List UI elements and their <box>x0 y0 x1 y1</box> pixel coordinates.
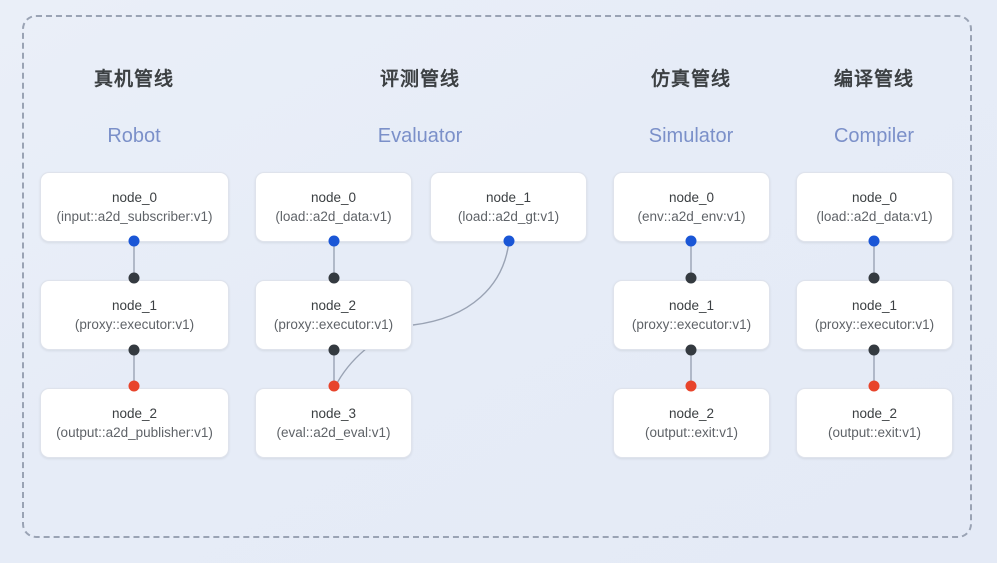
node-spec: (output::a2d_publisher:v1) <box>56 424 213 440</box>
column-title-cn-robot: 真机管线 <box>93 69 174 90</box>
node-name: node_1 <box>111 297 158 313</box>
column-title-cn-simulator: 仿真管线 <box>650 69 731 90</box>
node-robot-node_2[interactable]: node_2 (output::a2d_publisher:v1) <box>40 388 229 458</box>
node-name: node_2 <box>668 405 715 421</box>
node-evaluator-node_2[interactable]: node_2 (proxy::executor:v1) <box>255 280 412 350</box>
node-spec: (output::exit:v1) <box>644 424 739 440</box>
node-name: node_2 <box>310 297 357 313</box>
port-output-simulator-node_0[interactable] <box>685 235 697 247</box>
node-simulator-node_0[interactable]: node_0 (env::a2d_env:v1) <box>613 172 770 242</box>
edge-eval-gt-to-executor <box>412 240 510 326</box>
node-spec: (proxy::executor:v1) <box>273 316 394 332</box>
port-output-evaluator-node_1[interactable] <box>503 235 515 247</box>
node-evaluator-node_1[interactable]: node_1 (load::a2d_gt:v1) <box>430 172 587 242</box>
node-spec: (output::exit:v1) <box>827 424 922 440</box>
node-evaluator-node_0[interactable]: node_0 (load::a2d_data:v1) <box>255 172 412 242</box>
port-output-simulator-node_1[interactable] <box>685 344 697 356</box>
node-simulator-node_2[interactable]: node_2 (output::exit:v1) <box>613 388 770 458</box>
column-title-en-robot: Robot <box>107 125 161 147</box>
node-compiler-node_1[interactable]: node_1 (proxy::executor:v1) <box>796 280 953 350</box>
node-spec: (proxy::executor:v1) <box>814 316 935 332</box>
node-robot-node_0[interactable]: node_0 (input::a2d_subscriber:v1) <box>40 172 229 242</box>
node-spec: (proxy::executor:v1) <box>74 316 195 332</box>
column-title-cn-compiler: 编译管线 <box>833 69 914 90</box>
node-evaluator-node_3[interactable]: node_3 (eval::a2d_eval:v1) <box>255 388 412 458</box>
node-spec: (load::a2d_data:v1) <box>816 208 933 224</box>
port-output-evaluator-node_2[interactable] <box>328 344 340 356</box>
node-spec: (load::a2d_data:v1) <box>275 208 392 224</box>
node-name: node_1 <box>485 189 532 205</box>
node-compiler-node_0[interactable]: node_0 (load::a2d_data:v1) <box>796 172 953 242</box>
node-spec: (env::a2d_env:v1) <box>637 208 746 224</box>
node-name: node_1 <box>851 297 898 313</box>
port-input-compiler-node_1[interactable] <box>868 272 880 284</box>
column-title-en-evaluator: Evaluator <box>377 125 463 147</box>
port-input-evaluator-node_3[interactable] <box>328 380 340 392</box>
column-title-en-compiler: Compiler <box>833 125 915 147</box>
port-input-simulator-node_2[interactable] <box>685 380 697 392</box>
node-name: node_2 <box>111 405 158 421</box>
port-output-compiler-node_1[interactable] <box>868 344 880 356</box>
node-spec: (load::a2d_gt:v1) <box>457 208 560 224</box>
column-title-cn-evaluator: 评测管线 <box>379 69 460 90</box>
node-name: node_0 <box>851 189 898 205</box>
diagram-dashed-frame <box>22 15 972 538</box>
port-output-robot-node_1[interactable] <box>128 344 140 356</box>
node-name: node_3 <box>310 405 357 421</box>
node-simulator-node_1[interactable]: node_1 (proxy::executor:v1) <box>613 280 770 350</box>
port-output-robot-node_0[interactable] <box>128 235 140 247</box>
node-robot-node_1[interactable]: node_1 (proxy::executor:v1) <box>40 280 229 350</box>
node-spec: (input::a2d_subscriber:v1) <box>56 208 213 224</box>
column-title-en-simulator: Simulator <box>648 125 734 147</box>
port-output-compiler-node_0[interactable] <box>868 235 880 247</box>
node-name: node_1 <box>668 297 715 313</box>
port-input-simulator-node_1[interactable] <box>685 272 697 284</box>
node-name: node_2 <box>851 405 898 421</box>
node-spec: (proxy::executor:v1) <box>631 316 752 332</box>
node-compiler-node_2[interactable]: node_2 (output::exit:v1) <box>796 388 953 458</box>
node-name: node_0 <box>111 189 158 205</box>
port-input-evaluator-node_2[interactable] <box>328 272 340 284</box>
port-output-evaluator-node_0[interactable] <box>328 235 340 247</box>
port-input-compiler-node_2[interactable] <box>868 380 880 392</box>
node-name: node_0 <box>668 189 715 205</box>
port-input-robot-node_2[interactable] <box>128 380 140 392</box>
port-input-robot-node_1[interactable] <box>128 272 140 284</box>
node-spec: (eval::a2d_eval:v1) <box>276 424 391 440</box>
node-name: node_0 <box>310 189 357 205</box>
